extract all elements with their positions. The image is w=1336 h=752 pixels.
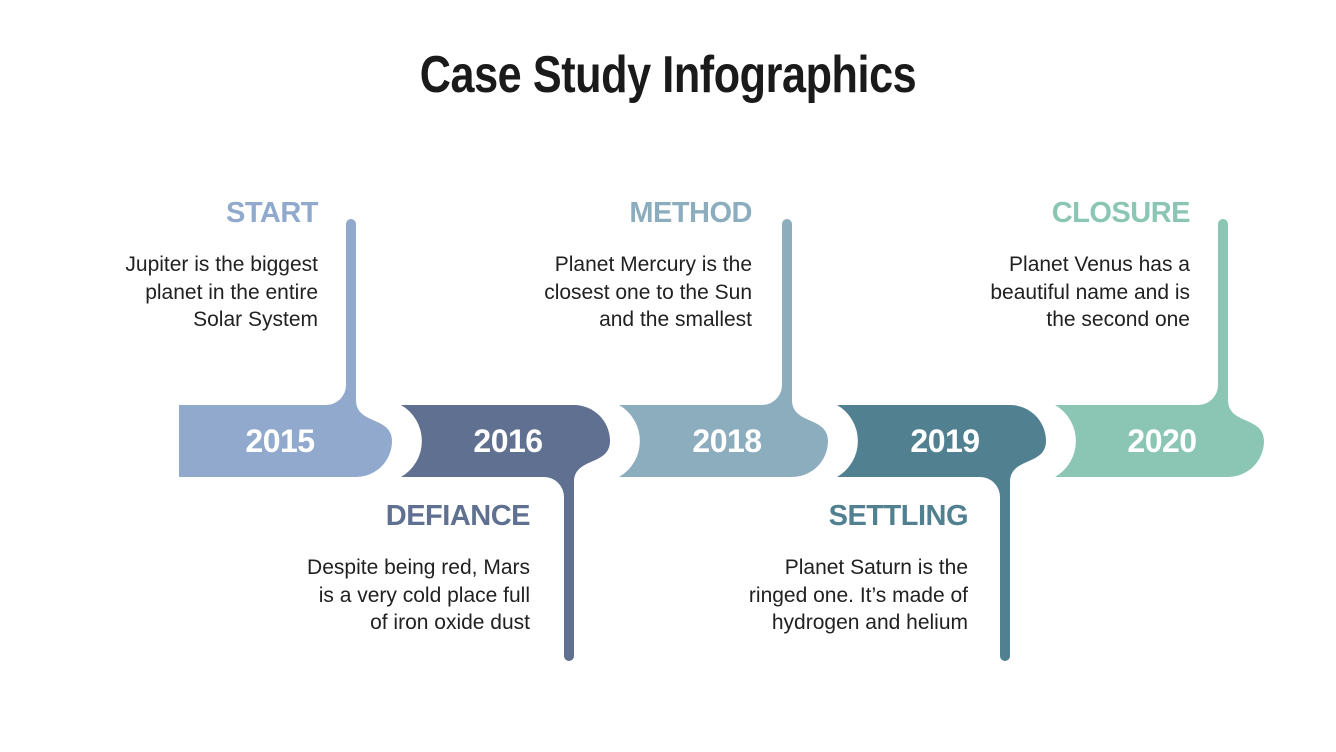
section-description-line: closest one to the Sun <box>544 280 752 304</box>
section-description-line: Planet Venus has a <box>1009 253 1190 276</box>
section-settling: SETTLING Planet Saturn is the ringed one… <box>668 499 969 637</box>
section-description-line: Jupiter is the biggest <box>125 253 318 276</box>
section-description: Despite being red, Mars is a very cold p… <box>230 554 530 637</box>
timeline-bar-2018 <box>619 219 828 477</box>
section-description-line: Solar System <box>193 308 318 331</box>
section-description-line: Despite being red, Mars <box>307 556 530 579</box>
section-description: Planet Venus has a beautiful name and is… <box>890 251 1190 334</box>
section-label: SETTLING <box>828 500 969 532</box>
section-description-line: the second one <box>1046 308 1190 331</box>
page-title: Case Study Infographics <box>419 46 917 104</box>
year-label-2020: 2020 <box>1127 423 1197 459</box>
section-description: Planet Mercury is the closest one to the… <box>452 251 752 334</box>
section-description-line: beautiful name and is <box>990 280 1190 304</box>
section-method: METHOD Planet Mercury is the closest one… <box>452 196 752 334</box>
section-description-line: hydrogen and helium <box>771 611 968 634</box>
section-description-line: Planet Saturn is the <box>784 556 968 579</box>
section-description: Jupiter is the biggest planet in the ent… <box>18 251 318 334</box>
section-description-line: of iron oxide dust <box>370 611 530 634</box>
timeline-bar-2019 <box>837 405 1046 661</box>
section-description-line: ringed one. It’s made of <box>748 583 968 607</box>
section-start: START Jupiter is the biggest planet in t… <box>18 196 318 334</box>
section-description-line: planet in the entire <box>145 280 318 304</box>
year-label-2016: 2016 <box>473 423 543 459</box>
year-label-2019: 2019 <box>910 423 980 459</box>
section-label: DEFIANCE <box>385 500 531 532</box>
section-description-line: Planet Mercury is the <box>554 253 752 276</box>
section-label: START <box>225 197 319 229</box>
timeline-bar-2016 <box>401 405 610 661</box>
section-description-line: and the smallest <box>599 308 752 331</box>
year-label-2018: 2018 <box>692 423 762 459</box>
section-description-line: is a very cold place full <box>318 583 530 607</box>
timeline-bar-2015 <box>179 219 392 477</box>
timeline-bar-2020 <box>1055 219 1264 477</box>
section-label: CLOSURE <box>1051 197 1191 229</box>
section-defiance: DEFIANCE Despite being red, Mars is a ve… <box>230 499 530 637</box>
year-label-2015: 2015 <box>245 423 315 459</box>
section-closure: CLOSURE Planet Venus has a beautiful nam… <box>890 196 1190 334</box>
section-label: METHOD <box>629 197 752 229</box>
section-description: Planet Saturn is the ringed one. It’s ma… <box>668 554 968 637</box>
